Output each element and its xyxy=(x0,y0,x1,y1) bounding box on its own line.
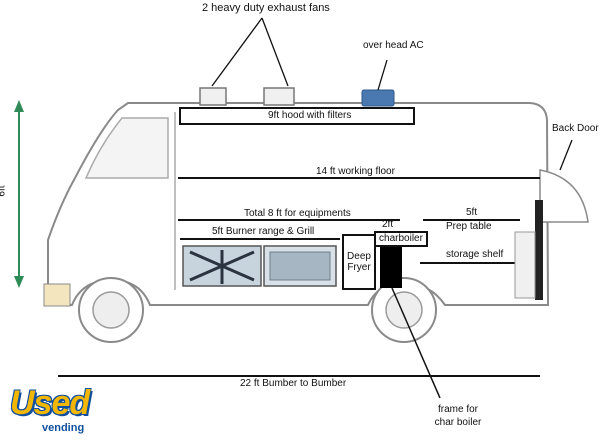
burner-range-label: 5ft Burner range & Grill xyxy=(212,226,315,237)
used-vending-logo: Used vending xyxy=(4,384,134,440)
height-arrow xyxy=(14,100,24,288)
back-door-outline xyxy=(539,169,589,223)
fan-pointer-left xyxy=(211,17,263,87)
exhaust-fans-label: 2 heavy duty exhaust fans xyxy=(202,2,330,14)
charboiler-frame xyxy=(380,246,402,288)
back-door-pointer xyxy=(559,139,573,171)
frame-pointer xyxy=(391,287,441,399)
overhead-ac-label: over head AC xyxy=(363,40,424,51)
front-wheel xyxy=(78,277,144,343)
prep-length-label: 5ft xyxy=(466,207,478,218)
burner-grates xyxy=(189,250,255,284)
exhaust-fan-left xyxy=(199,87,227,106)
hood-label: 9ft hood with filters xyxy=(268,110,352,121)
ac-pointer xyxy=(377,59,388,91)
working-floor-label: 14 ft working floor xyxy=(316,166,395,177)
charboiler-box: charboiler xyxy=(374,231,428,247)
frame-label: frame for char boiler xyxy=(434,404,482,428)
prep-table-body xyxy=(514,231,536,299)
overhead-ac-unit xyxy=(361,89,395,107)
windshield xyxy=(84,117,169,179)
height-label: 6ft xyxy=(0,185,8,197)
deep-fryer-box: Deep Fryer xyxy=(342,234,376,290)
prep-table-label: Prep table xyxy=(446,221,492,232)
logo-tagline-text: vending xyxy=(42,422,85,434)
exhaust-fan-right xyxy=(263,87,295,106)
back-door-label: Back Door xyxy=(552,123,599,134)
bumper-label: 22 ft Bumber to Bumber xyxy=(240,378,347,389)
logo-brand-text: Used xyxy=(10,384,90,422)
storage-shelf-label: storage shelf xyxy=(446,249,504,260)
charboiler-length-label: 2ft xyxy=(382,219,394,230)
fan-pointer-right xyxy=(261,17,289,87)
front-bumper xyxy=(43,283,71,307)
total-equipment-label: Total 8 ft for equipments xyxy=(244,208,351,219)
hood-box xyxy=(179,107,415,125)
grill-surface xyxy=(269,251,331,281)
rear-wheel xyxy=(371,277,437,343)
rear-step xyxy=(535,200,543,300)
